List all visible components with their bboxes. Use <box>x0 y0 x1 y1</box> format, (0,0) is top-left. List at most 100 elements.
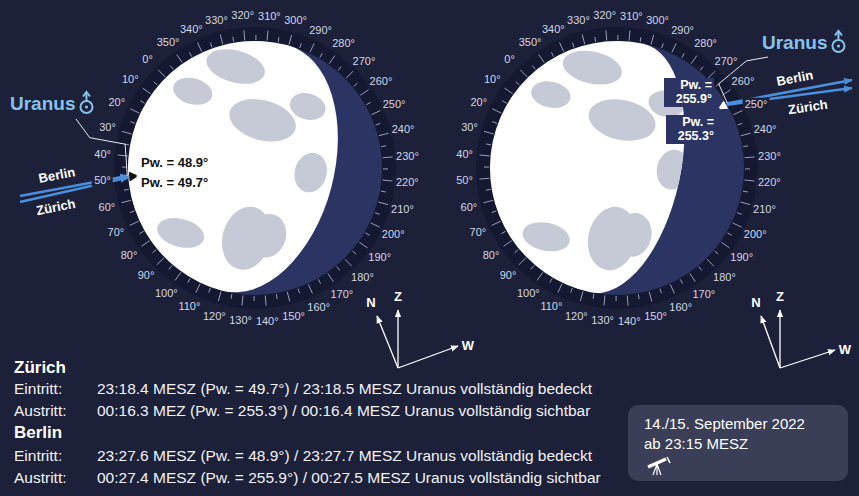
compass-axis <box>398 346 458 368</box>
angle-tick <box>232 37 234 42</box>
city-label: Berlin <box>37 165 76 187</box>
angle-label: 280° <box>692 37 719 50</box>
angle-tick <box>572 43 574 48</box>
angle-tick <box>381 191 386 193</box>
angle-label: 290° <box>307 23 334 36</box>
uranus-symbol <box>832 31 844 52</box>
mare-patch <box>585 93 660 146</box>
angle-label: 250° <box>381 98 408 111</box>
graphic-part <box>832 40 844 52</box>
angle-label: 50° <box>454 174 475 187</box>
angle-label: 120° <box>563 309 590 322</box>
angle-tick <box>492 122 497 124</box>
mare-patch <box>225 92 301 148</box>
angle-label: 220° <box>394 176 421 189</box>
angle-tick <box>360 90 368 96</box>
angle-tick <box>638 294 640 299</box>
angle-tick <box>737 213 742 215</box>
moon-maria <box>498 41 709 283</box>
angle-tick <box>594 37 596 42</box>
moon-figure <box>99 12 392 311</box>
graphic-part <box>85 105 88 108</box>
angle-label: 270° <box>351 54 378 67</box>
compass-label: Z <box>394 290 402 305</box>
angle-tick <box>592 294 594 299</box>
city-label: Zürich <box>787 98 828 118</box>
position-pointer <box>719 102 728 109</box>
angle-tick <box>492 109 501 113</box>
angle-tick <box>170 66 173 70</box>
angle-label: 270° <box>713 54 740 67</box>
angle-label: 310° <box>618 9 645 22</box>
angle-tick <box>169 265 172 269</box>
angle-label: 50° <box>92 174 113 187</box>
angle-tick <box>484 131 494 134</box>
city-label: Zürich <box>35 197 77 219</box>
date-text: 14./15. September 2022 <box>644 414 832 434</box>
angle-label: 30° <box>97 121 118 134</box>
angle-label: 0° <box>502 53 517 66</box>
angle-tick <box>604 295 606 305</box>
mare-patch <box>520 218 573 255</box>
angle-label: 340° <box>178 23 205 36</box>
angle-tick <box>627 296 629 306</box>
angle-label: 230° <box>394 149 421 162</box>
angle-label: 70° <box>468 225 489 238</box>
graphic-part <box>837 44 840 47</box>
angle-label: 130° <box>227 314 254 327</box>
angle-tick <box>320 53 323 57</box>
angle-tick <box>516 82 520 85</box>
angle-label: 320° <box>229 9 256 22</box>
angle-label: 60° <box>459 200 480 213</box>
angle-tick <box>143 88 151 94</box>
angle-label: 190° <box>728 250 755 263</box>
angle-tick <box>537 272 543 280</box>
angle-tick <box>310 43 314 52</box>
angle-tick <box>189 52 191 56</box>
mare-patch <box>290 149 331 196</box>
angle-tick <box>486 143 491 145</box>
angle-tick <box>515 250 519 253</box>
angle-tick <box>338 67 341 71</box>
angle-tick <box>605 30 607 40</box>
angle-tick <box>651 35 654 45</box>
angle-tick <box>571 288 573 293</box>
timing-text: 00:16.3 MEZ (Pw. = 255.3°) / 00:16.4 MES… <box>97 402 590 420</box>
position-angle: Pw. = 255.9° <box>664 78 714 107</box>
angle-tick <box>383 156 393 158</box>
angle-label: 180° <box>711 271 738 284</box>
angle-label: 110° <box>538 300 564 313</box>
angle-tick <box>352 251 356 254</box>
angle-tick <box>699 267 702 271</box>
angle-tick <box>480 155 490 157</box>
angle-tick <box>130 122 135 124</box>
angle-tick <box>188 278 191 282</box>
angle-tick <box>582 34 585 44</box>
angle-label: 120° <box>201 309 228 322</box>
angle-tick <box>714 251 718 254</box>
angle-tick <box>378 202 388 205</box>
angle-label: 260° <box>730 75 757 88</box>
angle-tick <box>502 101 506 104</box>
angle-tick <box>745 168 750 169</box>
angle-tick <box>379 133 389 136</box>
angle-tick <box>265 296 267 306</box>
mare-patch <box>653 147 693 193</box>
mare-patch <box>202 43 268 89</box>
angle-tick <box>289 35 292 45</box>
angle-tick <box>741 133 751 136</box>
angle-tick <box>218 291 221 301</box>
angle-tick <box>130 109 139 113</box>
angle-tick <box>130 221 139 225</box>
compass-label: N <box>366 296 375 311</box>
angle-tick <box>700 67 703 71</box>
angle-tick <box>230 294 232 299</box>
timing-text: 00:27.4 MESZ (Pw. = 255.9°) / 00:27.5 ME… <box>97 469 601 487</box>
angle-label: 20° <box>468 96 489 109</box>
angle-tick <box>672 43 676 52</box>
angle-label: 330° <box>565 14 592 27</box>
angle-label: 330° <box>203 14 230 27</box>
angle-label: 100° <box>515 286 542 299</box>
date-box: 14./15. September 2022ab 23:15 MESZ <box>628 405 848 481</box>
